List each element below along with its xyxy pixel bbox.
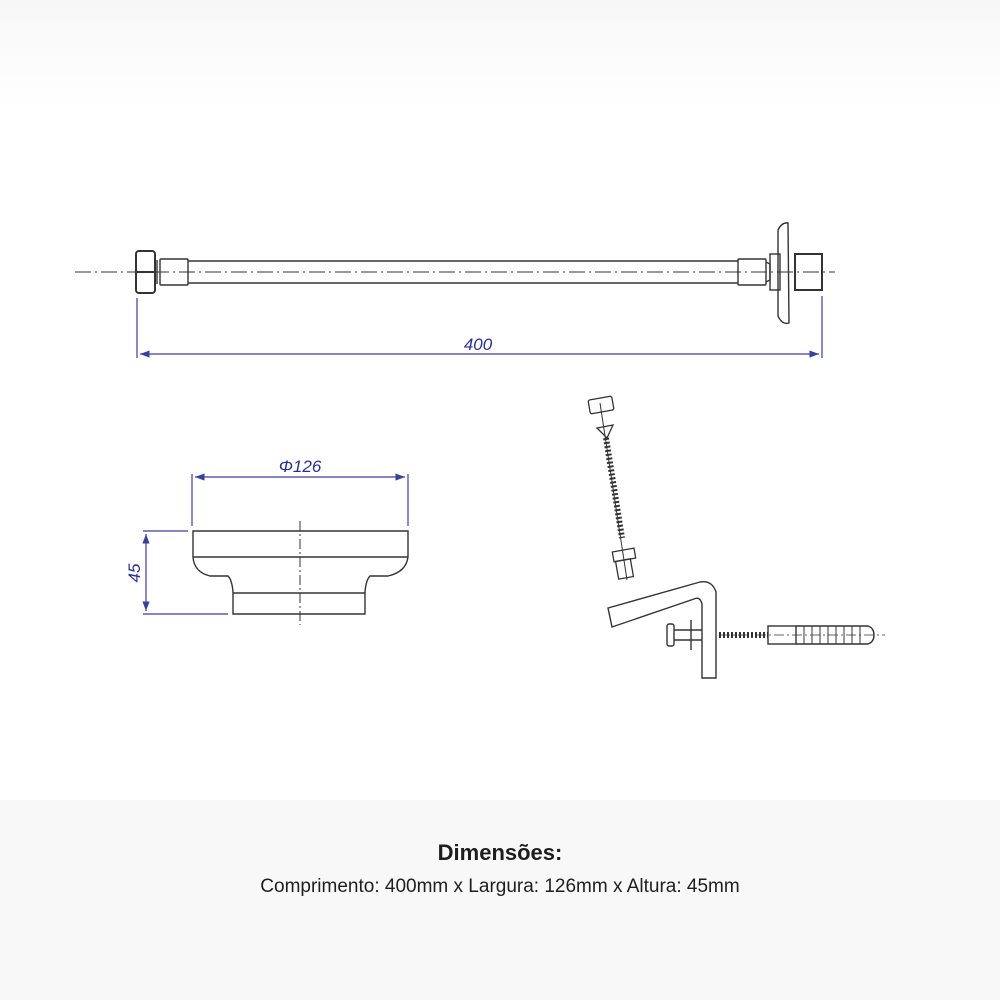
caption-dimensions: Comprimento: 400mm x Largura: 126mm x Al… [260, 876, 740, 897]
hose-drawing [75, 222, 835, 325]
height-dimension [142, 530, 228, 615]
length-dimension-label: 400 [464, 335, 493, 354]
height-dimension-label: 45 [125, 563, 144, 582]
screw-drawing [587, 395, 637, 581]
caption-title: Dimensões: [437, 840, 563, 865]
diameter-dimension-label: Φ126 [279, 457, 322, 476]
length-dimension [136, 296, 823, 358]
diameter-dimension [191, 473, 409, 526]
background-fade [0, 0, 1000, 110]
bracket-drawing [607, 581, 885, 679]
base-drawing [192, 521, 409, 625]
caption-band [0, 800, 1000, 1000]
